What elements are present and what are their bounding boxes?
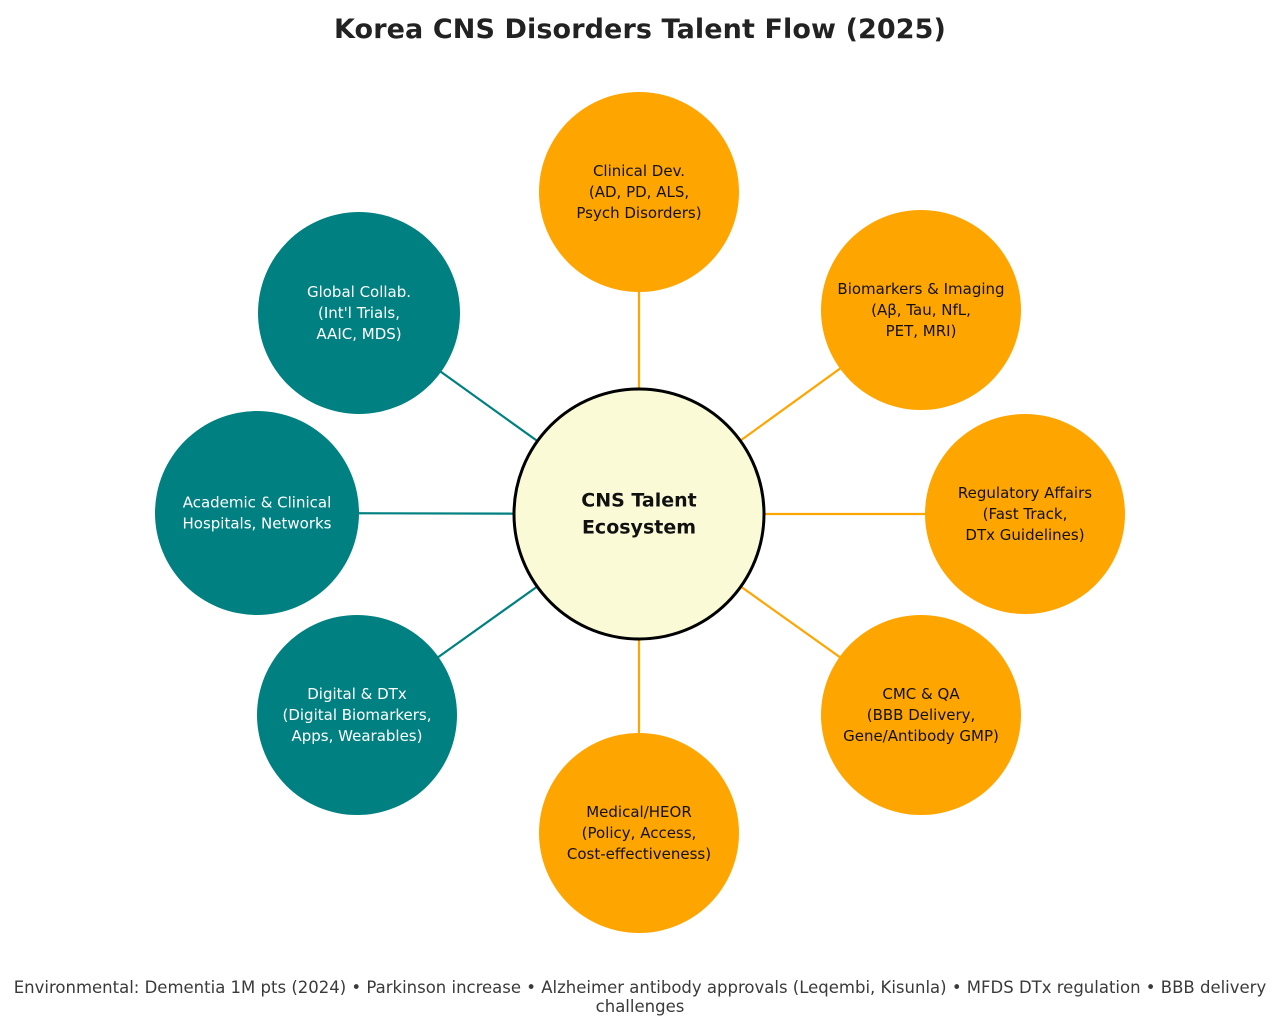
node-circle-medical-heor[interactable] (539, 733, 739, 933)
node-label-global-collab: Global Collab. (Int'l Trials, AAIC, MDS) (307, 283, 411, 343)
node-circle-clinical-dev[interactable] (539, 92, 739, 292)
node-circle-biomarkers-imaging[interactable] (821, 210, 1021, 410)
node-label-biomarkers-imaging: Biomarkers & Imaging (Aβ, Tau, NfL, PET, M… (837, 280, 1004, 340)
node-label-line: Biomarkers & Imaging (837, 280, 1004, 298)
node-label-line: PET, MRI) (886, 322, 957, 340)
node-label-cmc-qa: CMC & QA (BBB Delivery, Gene/Antibody GMP) (843, 685, 999, 745)
node-label-line: (Int'l Trials, (318, 304, 400, 322)
page-title: Korea CNS Disorders Talent Flow (2025) (334, 14, 946, 45)
node-label-line: Ecosystem (582, 516, 696, 538)
node-label-line: (BBB Delivery, (867, 706, 976, 724)
node-layer: Clinical Dev. (AD, PD, ALS, Psych Disorder… (155, 92, 1125, 933)
node-biomarkers-imaging[interactable]: Biomarkers & Imaging (Aβ, Tau, NfL, PET, M… (821, 210, 1021, 410)
node-label-medical-heor: Medical/HEOR (Policy, Access, Cost-effecti… (567, 803, 711, 863)
edge-cns-talent-ecosystem-to-global-collab (438, 369, 540, 444)
node-medical-heor[interactable]: Medical/HEOR (Policy, Access, Cost-effecti… (539, 733, 739, 933)
node-circle-academic-clinical[interactable] (155, 411, 359, 615)
node-label-line: DTx Guidelines) (965, 526, 1084, 544)
node-label-line: Academic & Clinical (183, 493, 332, 511)
node-label-line: (Policy, Access, (582, 824, 697, 842)
node-circle-global-collab[interactable] (258, 212, 460, 414)
node-label-regulatory-affairs: Regulatory Affairs (Fast Track, DTx Guidel… (958, 484, 1092, 544)
node-label-clinical-dev: Clinical Dev. (AD, PD, ALS, Psych Disorder… (576, 162, 701, 222)
node-circle-cns-talent-ecosystem[interactable] (512, 387, 766, 641)
node-circle-cmc-qa[interactable] (821, 615, 1021, 815)
node-label-line: Regulatory Affairs (958, 484, 1092, 502)
edge-layer (356, 290, 927, 735)
node-global-collab[interactable]: Global Collab. (Int'l Trials, AAIC, MDS) (258, 212, 460, 414)
node-label-line: AAIC, MDS) (316, 325, 401, 343)
node-clinical-dev[interactable]: Clinical Dev. (AD, PD, ALS, Psych Disorder… (539, 92, 739, 292)
footer-note: Environmental: Dementia 1M pts (2024) • … (13, 978, 1267, 1016)
node-cmc-qa[interactable]: CMC & QA (BBB Delivery, Gene/Antibody GMP) (821, 615, 1021, 815)
node-label-line: CNS Talent (581, 489, 696, 511)
node-label-line: Clinical Dev. (593, 162, 685, 180)
node-label-line: (AD, PD, ALS, (589, 183, 689, 201)
node-label-line: CMC & QA (882, 685, 960, 703)
edge-cns-talent-ecosystem-to-cmc-qa (738, 584, 842, 660)
node-digital-dtx[interactable]: Digital & DTx (Digital Biomarkers, Apps, W… (257, 615, 457, 815)
node-label-line: (Fast Track, (983, 505, 1068, 523)
node-label-line: Hospitals, Networks (183, 514, 332, 532)
node-label-line: Global Collab. (307, 283, 411, 301)
node-label-line: Gene/Antibody GMP) (843, 727, 999, 745)
node-label-line: Digital & DTx (307, 685, 407, 703)
node-label-line: Apps, Wearables) (292, 727, 423, 745)
node-label-line: Psych Disorders) (576, 204, 701, 222)
node-label-line: Medical/HEOR (586, 803, 692, 821)
node-regulatory-affairs[interactable]: Regulatory Affairs (Fast Track, DTx Guidel… (925, 414, 1125, 614)
node-label-line: (Aβ, Tau, NfL, (871, 301, 971, 319)
edge-cns-talent-ecosystem-to-biomarkers-imaging (738, 366, 843, 443)
node-label-line: (Digital Biomarkers, (282, 706, 431, 724)
edge-cns-talent-ecosystem-to-digital-dtx (436, 584, 540, 660)
node-label-line: Cost-effectiveness) (567, 845, 711, 863)
node-circle-digital-dtx[interactable] (257, 615, 457, 815)
node-circle-regulatory-affairs[interactable] (925, 414, 1125, 614)
node-label-digital-dtx: Digital & DTx (Digital Biomarkers, Apps, W… (282, 685, 431, 745)
